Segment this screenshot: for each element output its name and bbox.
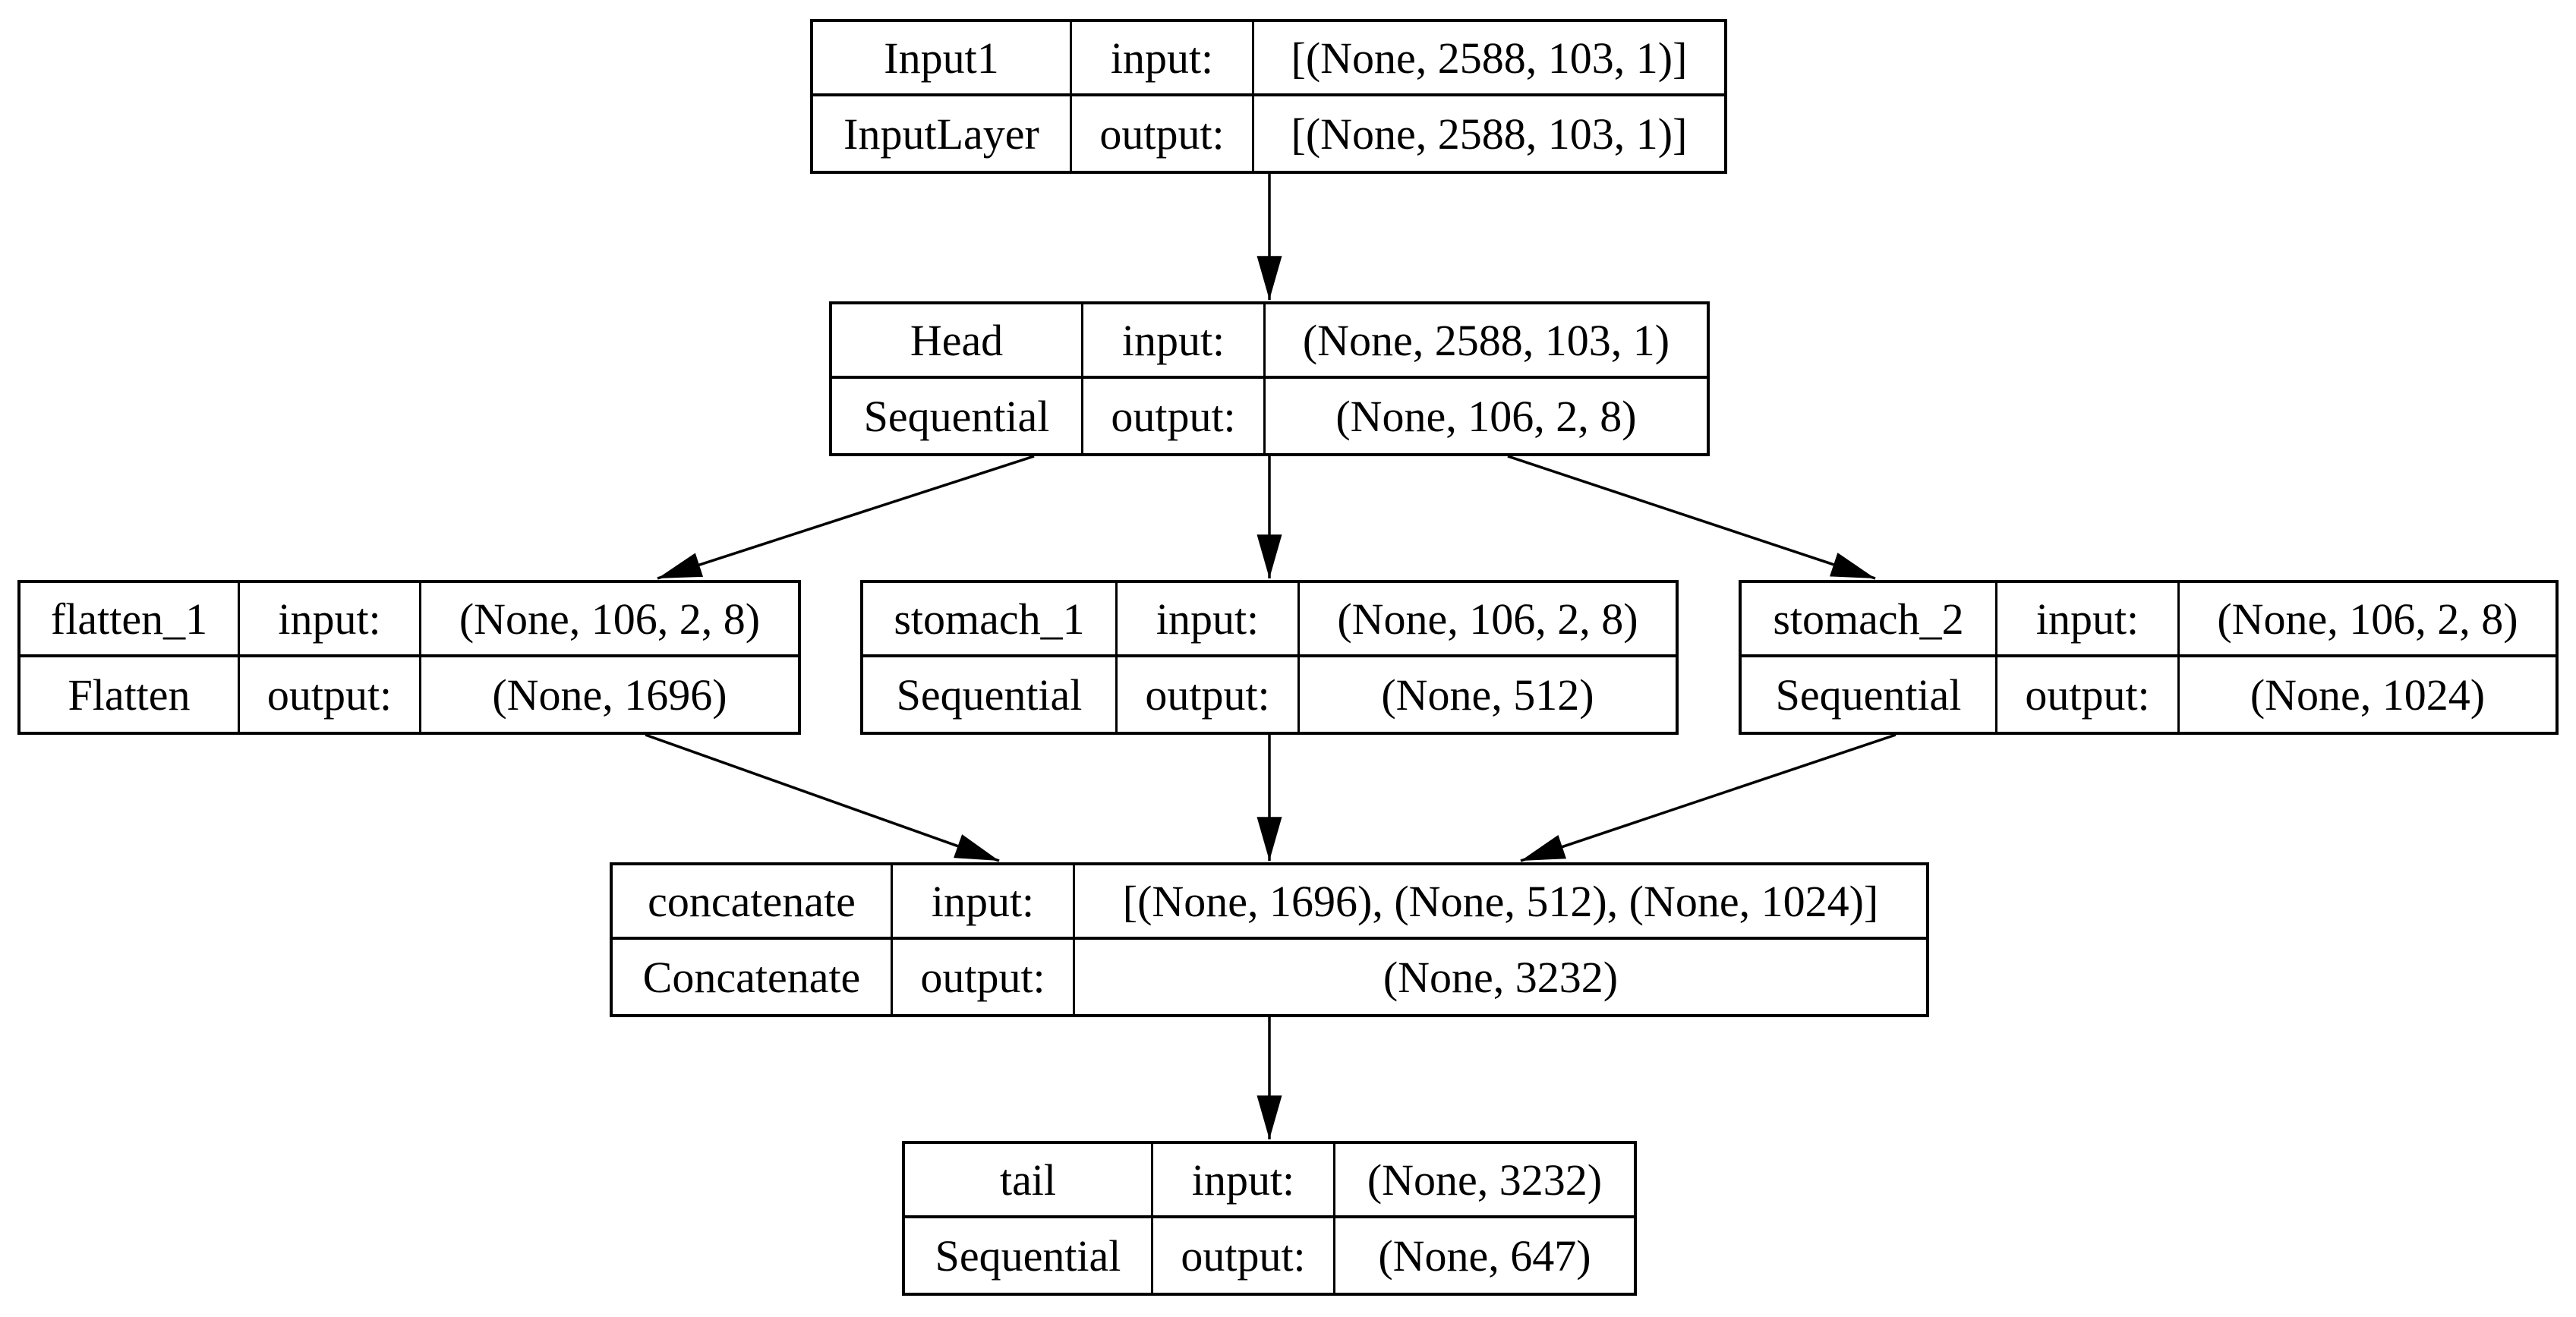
- output-shape-cell: (None, 1696): [492, 670, 727, 720]
- input-shape-cell: (None, 2588, 103, 1): [1266, 304, 1707, 379]
- layer-name-cell: Head: [832, 304, 1083, 379]
- input-shape-cell: (None, 3232): [1335, 1144, 1634, 1218]
- input-label-cell: input:: [240, 583, 421, 657]
- edge-stomach-2-to-concatenate: [1520, 733, 1897, 862]
- output-shape-cell: (None, 512): [1381, 670, 1594, 720]
- layer-node-flatten-1: flatten_1 input: (None, 106, 2, 8) Flatt…: [17, 580, 801, 735]
- input-label-cell: input:: [1118, 583, 1300, 657]
- layer-node-input1: Input1 input: [(None, 2588, 103, 1)] Inp…: [810, 19, 1727, 174]
- output-shape-cell: (None, 1024): [2250, 670, 2486, 720]
- layer-node-tail: tail input: (None, 3232) Sequential outp…: [902, 1141, 1637, 1296]
- input-shape-cell: [(None, 1696), (None, 512), (None, 1024)…: [1075, 865, 1926, 940]
- layer-name-cell: stomach_2: [1742, 583, 1997, 657]
- output-label-cell: output:: [1072, 96, 1254, 171]
- output-label-cell: output:: [1083, 379, 1266, 453]
- output-shape-cell: (None, 106, 2, 8): [1335, 391, 1637, 441]
- layer-type-cell: Concatenate: [613, 940, 893, 1014]
- output-label-cell: output:: [893, 940, 1075, 1014]
- input-label-cell: input:: [1997, 583, 2180, 657]
- layer-node-stomach-1: stomach_1 input: (None, 106, 2, 8) Seque…: [860, 580, 1679, 735]
- output-label-cell: output:: [1997, 657, 2180, 732]
- input-label-cell: input:: [1083, 304, 1266, 379]
- output-label-cell: output:: [240, 657, 421, 732]
- layer-name-cell: concatenate: [613, 865, 893, 940]
- input-shape-cell: (None, 106, 2, 8): [1300, 583, 1676, 657]
- output-shape-cell: (None, 3232): [1383, 952, 1619, 1002]
- layer-node-concatenate: concatenate input: [(None, 1696), (None,…: [610, 862, 1929, 1017]
- edge-head-to-flatten-1: [657, 455, 1035, 580]
- output-label-cell: output:: [1153, 1218, 1335, 1293]
- output-label-cell: output:: [1118, 657, 1300, 732]
- layer-type-cell: Flatten: [20, 657, 240, 732]
- layer-type-cell: InputLayer: [813, 96, 1072, 171]
- layer-name-cell: tail: [905, 1144, 1153, 1218]
- layer-type-cell: Sequential: [832, 379, 1083, 453]
- input-shape-cell: (None, 106, 2, 8): [2180, 583, 2556, 657]
- input-shape-cell: [(None, 2588, 103, 1)]: [1254, 22, 1724, 96]
- input-label-cell: input:: [1072, 22, 1254, 96]
- layer-node-stomach-2: stomach_2 input: (None, 106, 2, 8) Seque…: [1739, 580, 2559, 735]
- layer-name-cell: stomach_1: [863, 583, 1118, 657]
- output-shape-cell: [(None, 2588, 103, 1)]: [1291, 109, 1688, 159]
- output-shape-cell: (None, 647): [1378, 1230, 1591, 1281]
- layer-type-cell: Sequential: [863, 657, 1118, 732]
- layer-name-cell: flatten_1: [20, 583, 240, 657]
- layer-type-cell: Sequential: [905, 1218, 1153, 1293]
- input-shape-cell: (None, 106, 2, 8): [421, 583, 798, 657]
- edge-flatten-1-to-concatenate: [645, 733, 1000, 862]
- input-label-cell: input:: [1153, 1144, 1335, 1218]
- edge-head-to-stomach-2: [1507, 455, 1876, 580]
- layer-node-head: Head input: (None, 2588, 103, 1) Sequent…: [829, 301, 1710, 456]
- layer-name-cell: Input1: [813, 22, 1072, 96]
- layer-type-cell: Sequential: [1742, 657, 1997, 732]
- input-label-cell: input:: [893, 865, 1075, 940]
